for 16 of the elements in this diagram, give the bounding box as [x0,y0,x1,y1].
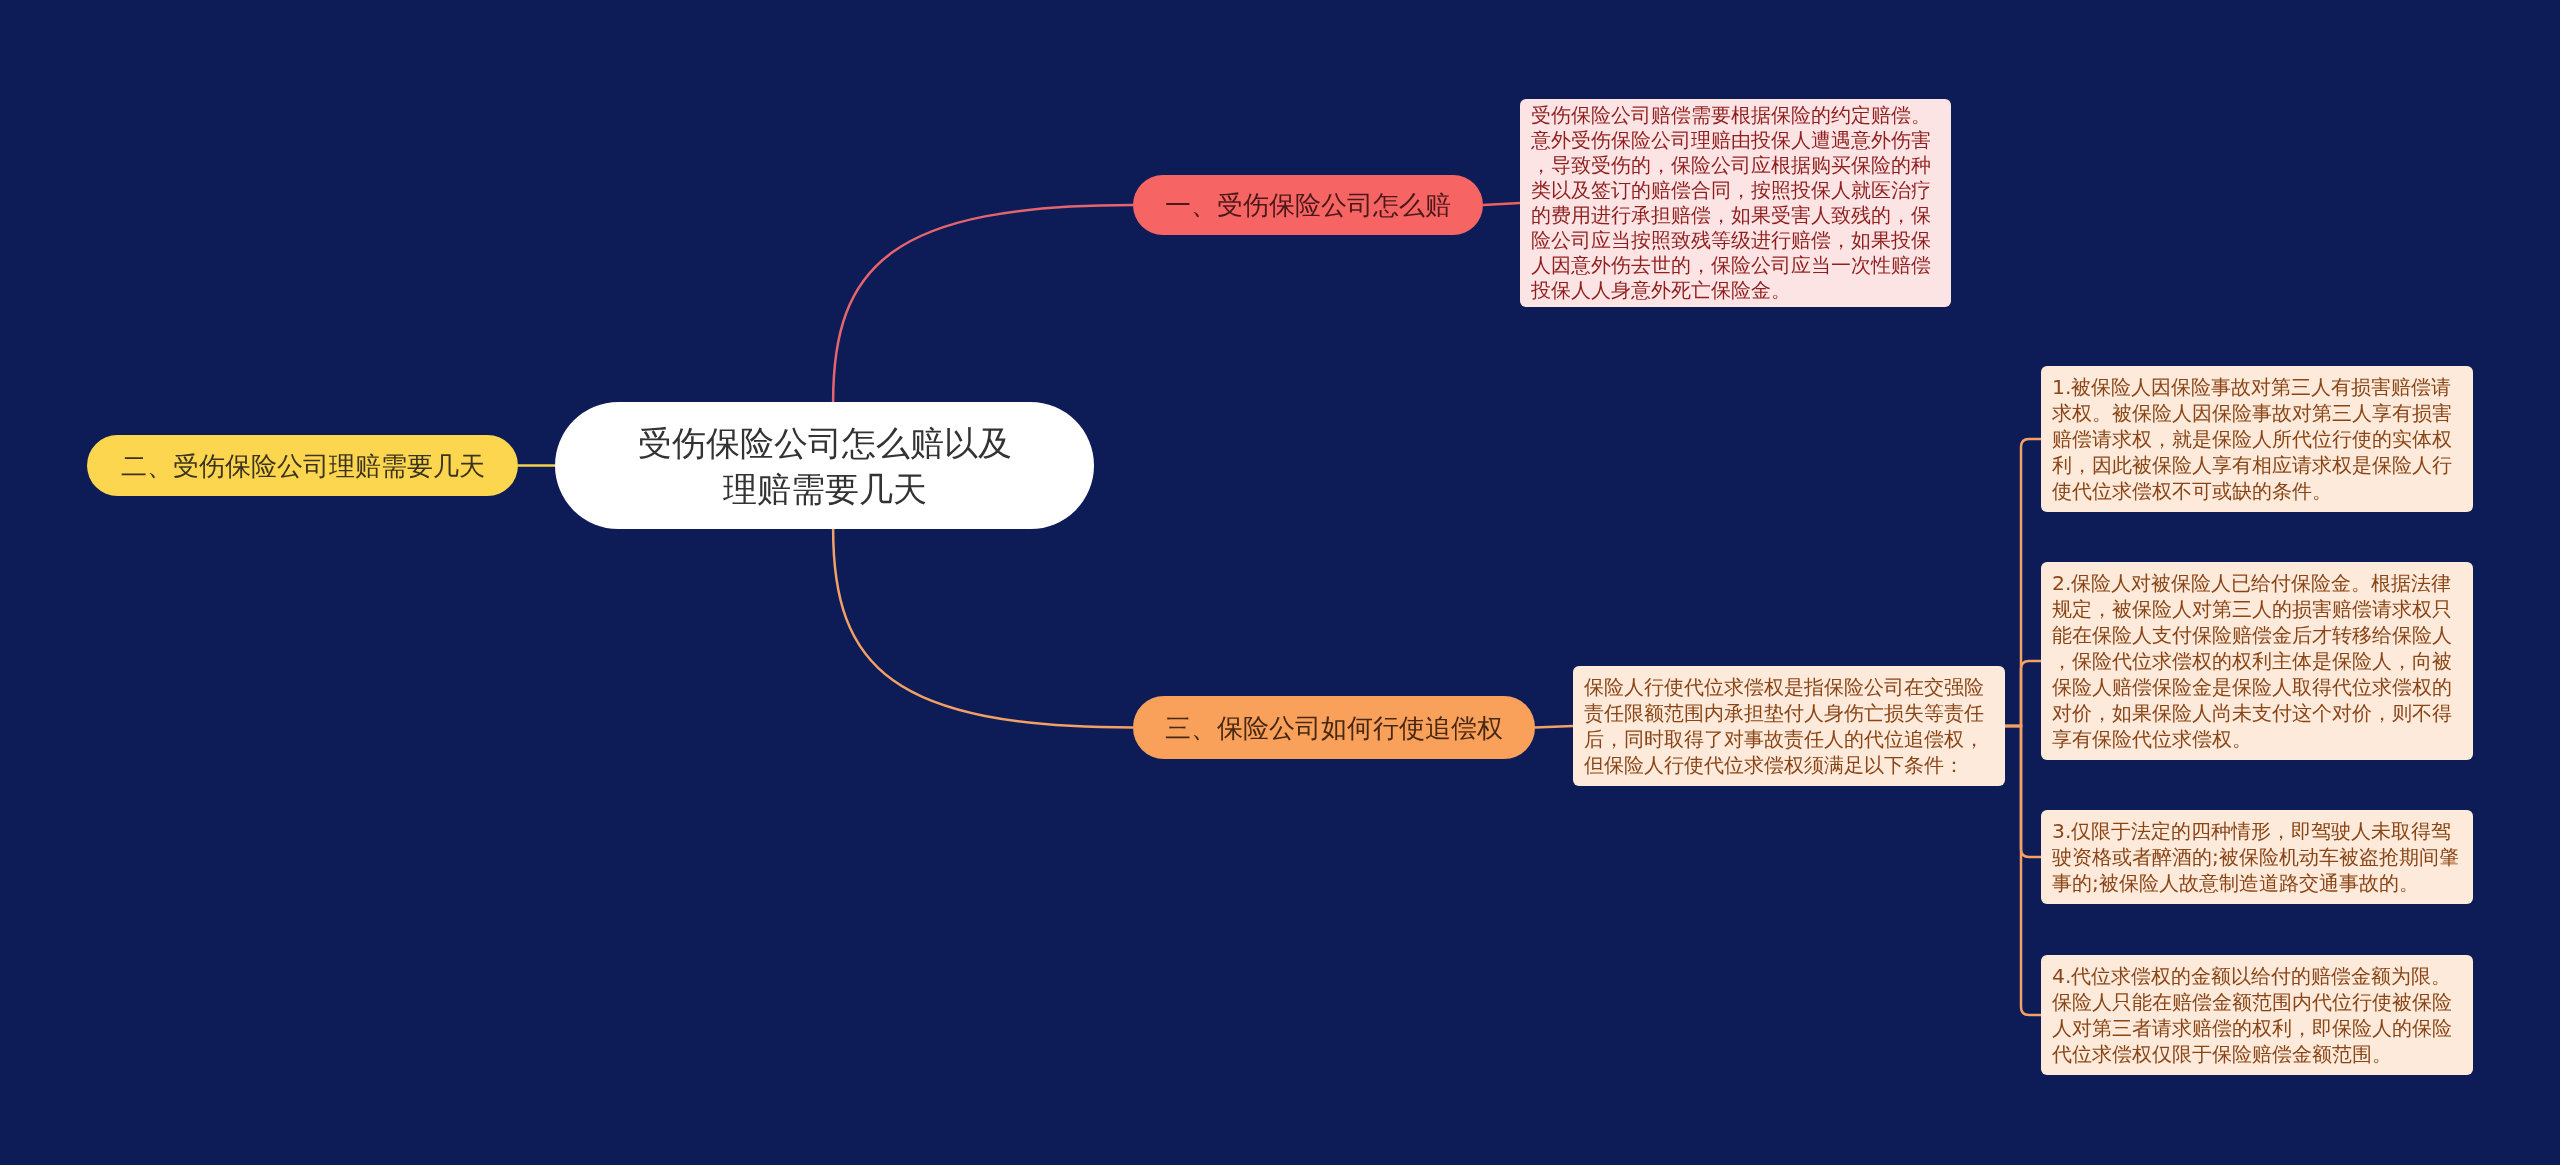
connector-line [1534,724,1574,729]
text-card: 4.代位求偿权的金额以给付的赔偿金额为限。保险人只能在赔偿金额范围内代位行使被保险人对第三者请求赔偿的权利，即保险人的保险代位求偿权仅限于保险赔偿金额范围。 [2041,955,2473,1075]
central-topic: 受伤保险公司怎么赔以及理赔需要几天 [555,402,1094,529]
text-card: 保险人行使代位求偿权是指保险公司在交强险责任限额范围内承担垫付人身伤亡损失等责任后，同时取得了对事故责任人的代位追偿权，但保险人行使代位求偿权须满足以下条件： [1573,666,2005,786]
connector-line [518,464,555,467]
connector-line [831,203,1134,403]
connector-line [2005,724,2041,1017]
branch-topic: 二、受伤保险公司理赔需要几天 [87,435,518,496]
text-card: 1.被保险人因保险事故对第三人有损害赔偿请求权。被保险人因保险事故对第三人享有损害赔偿请求权，就是保险人所代位行使的实体权利，因此被保险人享有相应请求权是保险人行使代位求偿权不可或缺的条件。 [2041,366,2473,512]
connector-line [1482,201,1521,207]
connector-line [831,528,1134,729]
text-card: 3.仅限于法定的四种情形，即驾驶人未取得驾驶资格或者醉酒的;被保险机动车被盗抢期间肇事的;被保险人故意制造道路交通事故的。 [2041,810,2473,904]
text-card: 2.保险人对被保险人已给付保险金。根据法律规定，被保险人对第三人的损害赔偿请求权只能在保险人支付保险赔偿金后才转移给保险人，保险代位求偿权的权利主体是保险人，向被保险人赔偿保险金是保险人取得代位求偿权的对价，如果保险人尚未支付这个对价，则不得享有保险代位求偿权。 [2041,562,2473,760]
branch-topic: 一、受伤保险公司怎么赔 [1133,175,1483,235]
text-card: 受伤保险公司赔偿需要根据保险的约定赔偿。意外受伤保险公司理赔由投保人遭遇意外伤害，导致受伤的，保险公司应根据购买保险的种类以及签订的赔偿合同，按照投保人就医治疗的费用进行承担赔偿，如果受害人致残的，保险公司应当按照致残等级进行赔偿，如果投保人因意外伤去世的，保险公司应当一次性赔偿投保人人身意外死亡保险金。 [1520,99,1951,307]
branch-topic: 三、保险公司如何行使追偿权 [1133,696,1535,759]
